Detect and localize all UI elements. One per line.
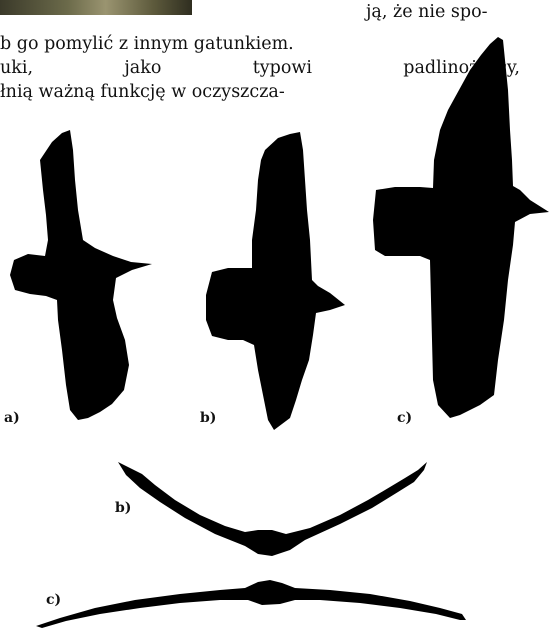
label-c-front: c) xyxy=(46,592,61,608)
label-a: a) xyxy=(4,410,20,426)
silhouette-b-front xyxy=(118,462,427,556)
label-b: b) xyxy=(200,410,216,426)
silhouette-b-top xyxy=(206,132,345,430)
silhouette-c-top xyxy=(373,37,549,418)
silhouette-a-top xyxy=(10,130,152,420)
label-b-front: b) xyxy=(115,500,131,516)
label-c: c) xyxy=(397,410,412,426)
silhouette-c-front xyxy=(36,580,466,628)
